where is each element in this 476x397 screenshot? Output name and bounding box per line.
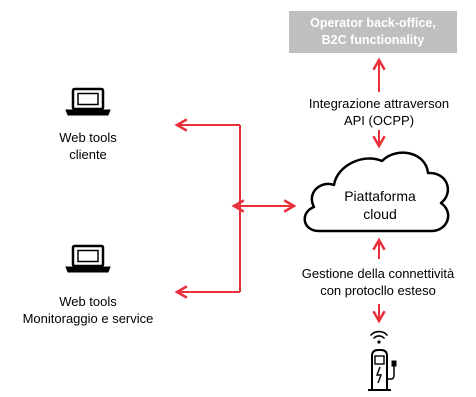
operator-backoffice-box: Operator back-office, B2C functionality: [289, 11, 457, 53]
laptop-icon: [65, 87, 111, 116]
connectivity-label-line2: con protocllo esteso: [320, 283, 436, 298]
connectivity-label-line1: Gestione della connettività: [301, 266, 455, 281]
operator-box-line2: B2C functionality: [321, 33, 425, 47]
connectivity-label: Gestione della connettività con protocll…: [280, 265, 476, 299]
web-tools-monitoraggio-label: Web tools Monitoraggio e service: [8, 293, 168, 327]
api-label-line2: API (OCPP): [343, 113, 415, 128]
connectors: [174, 57, 386, 324]
web-tools-cliente-label: Web tools cliente: [38, 129, 138, 163]
cloud-icon: [303, 151, 450, 233]
laptop-top-line2: cliente: [69, 147, 107, 162]
cloud-label-line2: cloud: [363, 206, 397, 222]
operator-box-line1: Operator back-office,: [310, 16, 436, 30]
api-label-line1: Integrazione attraverson: [308, 96, 450, 111]
ev-charger-icon: [368, 349, 397, 391]
laptop-top-line1: Web tools: [59, 130, 117, 145]
cloud-label: Piattaforma cloud: [330, 187, 430, 223]
wifi-icon: [370, 330, 388, 344]
cloud-label-line1: Piattaforma: [344, 188, 416, 204]
laptop-bottom-line2: Monitoraggio e service: [22, 311, 154, 326]
laptop-bottom-line1: Web tools: [59, 294, 117, 309]
laptop-icon: [65, 244, 111, 273]
api-integration-label: Integrazione attraverson API (OCPP): [286, 95, 472, 129]
